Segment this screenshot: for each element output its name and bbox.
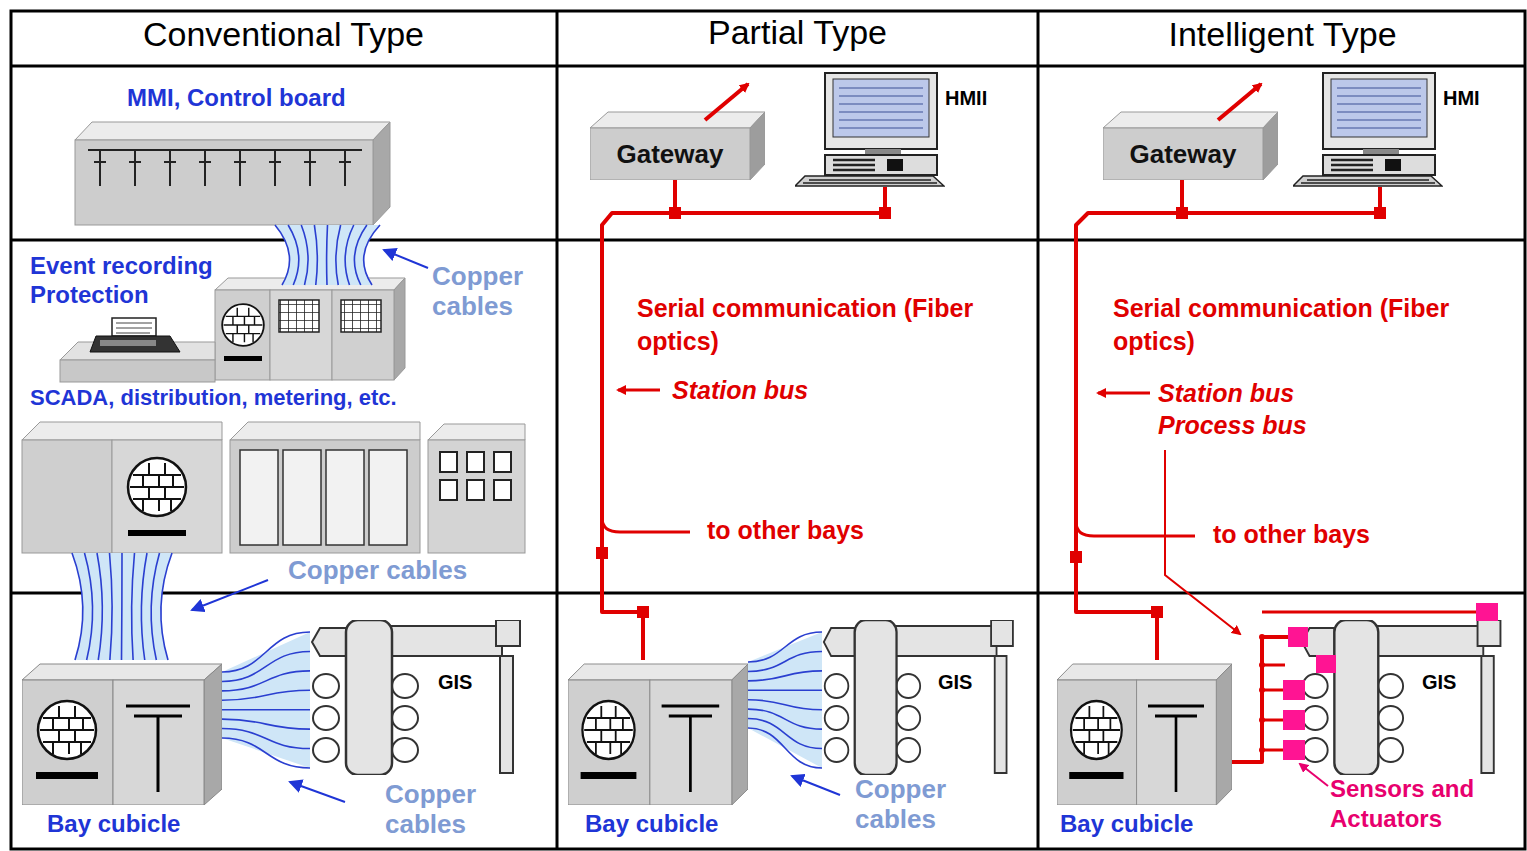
copper-wire (222, 719, 310, 729)
node-label: HMII (945, 86, 1015, 110)
fiber-bus-connector (602, 180, 675, 660)
node-label: Event recording Protection (30, 252, 280, 310)
copper-wire (748, 671, 822, 681)
diagram-label: Conventional Type (10, 14, 557, 55)
equipment-node: Gateway (1103, 110, 1278, 180)
diagram-label: Copper cables (385, 780, 515, 840)
copper-wire (326, 225, 328, 285)
copper-wire (222, 671, 310, 691)
cable-band (222, 632, 310, 768)
equipment-node: Bay cubicle (1057, 660, 1232, 805)
diagram-label: Process bus (1158, 409, 1358, 442)
node-label: Bay cubicle (585, 810, 765, 839)
node-label: GIS (938, 670, 998, 694)
fiber-bus-connector (1182, 180, 1380, 213)
equipment-node: GIS (1300, 620, 1510, 775)
copper-wire (72, 553, 83, 660)
equipment-node: GIS (310, 620, 530, 775)
copper-wire (345, 225, 354, 285)
copper-wire (161, 553, 172, 660)
copper-wire (151, 553, 159, 660)
diagram-label: Intelligent Type (1038, 14, 1527, 55)
diagram-label: Sensors and Actuators (1330, 774, 1520, 834)
copper-wire (748, 700, 822, 710)
copper-wire (748, 719, 822, 749)
node-label: Gateway (594, 139, 746, 170)
node-label: HMI (1443, 86, 1513, 110)
copper-wire (288, 225, 299, 285)
copper-wire (121, 553, 123, 660)
equipment-node: HMII (795, 72, 945, 187)
copper-wire (132, 553, 135, 660)
copper-wire (748, 651, 822, 671)
node-label: SCADA, distribution, metering, etc. (30, 385, 550, 411)
equipment-node: Bay cubicle (22, 660, 222, 805)
node-label: Bay cubicle (47, 810, 227, 839)
copper-wire (222, 738, 310, 768)
copper-wire (275, 225, 290, 285)
cable-band (72, 553, 172, 660)
copper-wire (222, 690, 310, 700)
diagram-label: Serial communication (Fiber optics) (637, 292, 1017, 357)
copper-wire (85, 553, 93, 660)
copper-wire (748, 689, 822, 691)
copper-wire (97, 553, 102, 660)
diagram-label: Station bus (672, 374, 872, 407)
cable-band (748, 632, 822, 768)
node-label: Gateway (1107, 139, 1259, 170)
copper-wire (222, 709, 310, 711)
copper-cable-fan (748, 632, 822, 768)
copper-wire (748, 728, 822, 768)
copper-cable-bundle (275, 225, 380, 285)
diagram-label: Copper cables (432, 262, 562, 322)
equipment-node: MMI, Control board (75, 122, 390, 225)
equipment-node: HMI (1293, 72, 1443, 187)
node-label: MMI, Control board (127, 84, 427, 113)
copper-wire (748, 632, 822, 662)
copper-cable-fan (222, 632, 310, 768)
equipment-node: Gateway (590, 110, 765, 180)
copper-cable-bundle (72, 553, 172, 660)
equipment-node: Event recording Protection (215, 285, 405, 380)
node-label: GIS (1422, 670, 1482, 694)
diagram-label: to other bays (707, 514, 927, 547)
diagram-label: Serial communication (Fiber optics) (1113, 292, 1493, 357)
equipment-node: GIS (822, 620, 1022, 775)
fiber-bus-connector (675, 180, 885, 213)
copper-wire (336, 225, 341, 285)
diagram-label: to other bays (1213, 518, 1433, 551)
node-label: Bay cubicle (1060, 810, 1240, 839)
diagram-label: Station bus (1158, 377, 1358, 410)
copper-wire (354, 225, 366, 285)
node-label: GIS (438, 670, 498, 694)
copper-wire (314, 225, 317, 285)
equipment-node: SCADA, distribution, metering, etc. (22, 440, 525, 553)
equipment-node: Bay cubicle (568, 660, 748, 805)
copper-wire (141, 553, 147, 660)
diagram-label: Partial Type (557, 12, 1038, 53)
cable-band (275, 225, 380, 285)
diagram-label: Copper cables (855, 775, 985, 835)
copper-wire (301, 225, 308, 285)
copper-wire (110, 553, 113, 660)
copper-wire (222, 651, 310, 681)
diagram-label: Copper cables (288, 556, 548, 586)
copper-wire (364, 225, 380, 285)
